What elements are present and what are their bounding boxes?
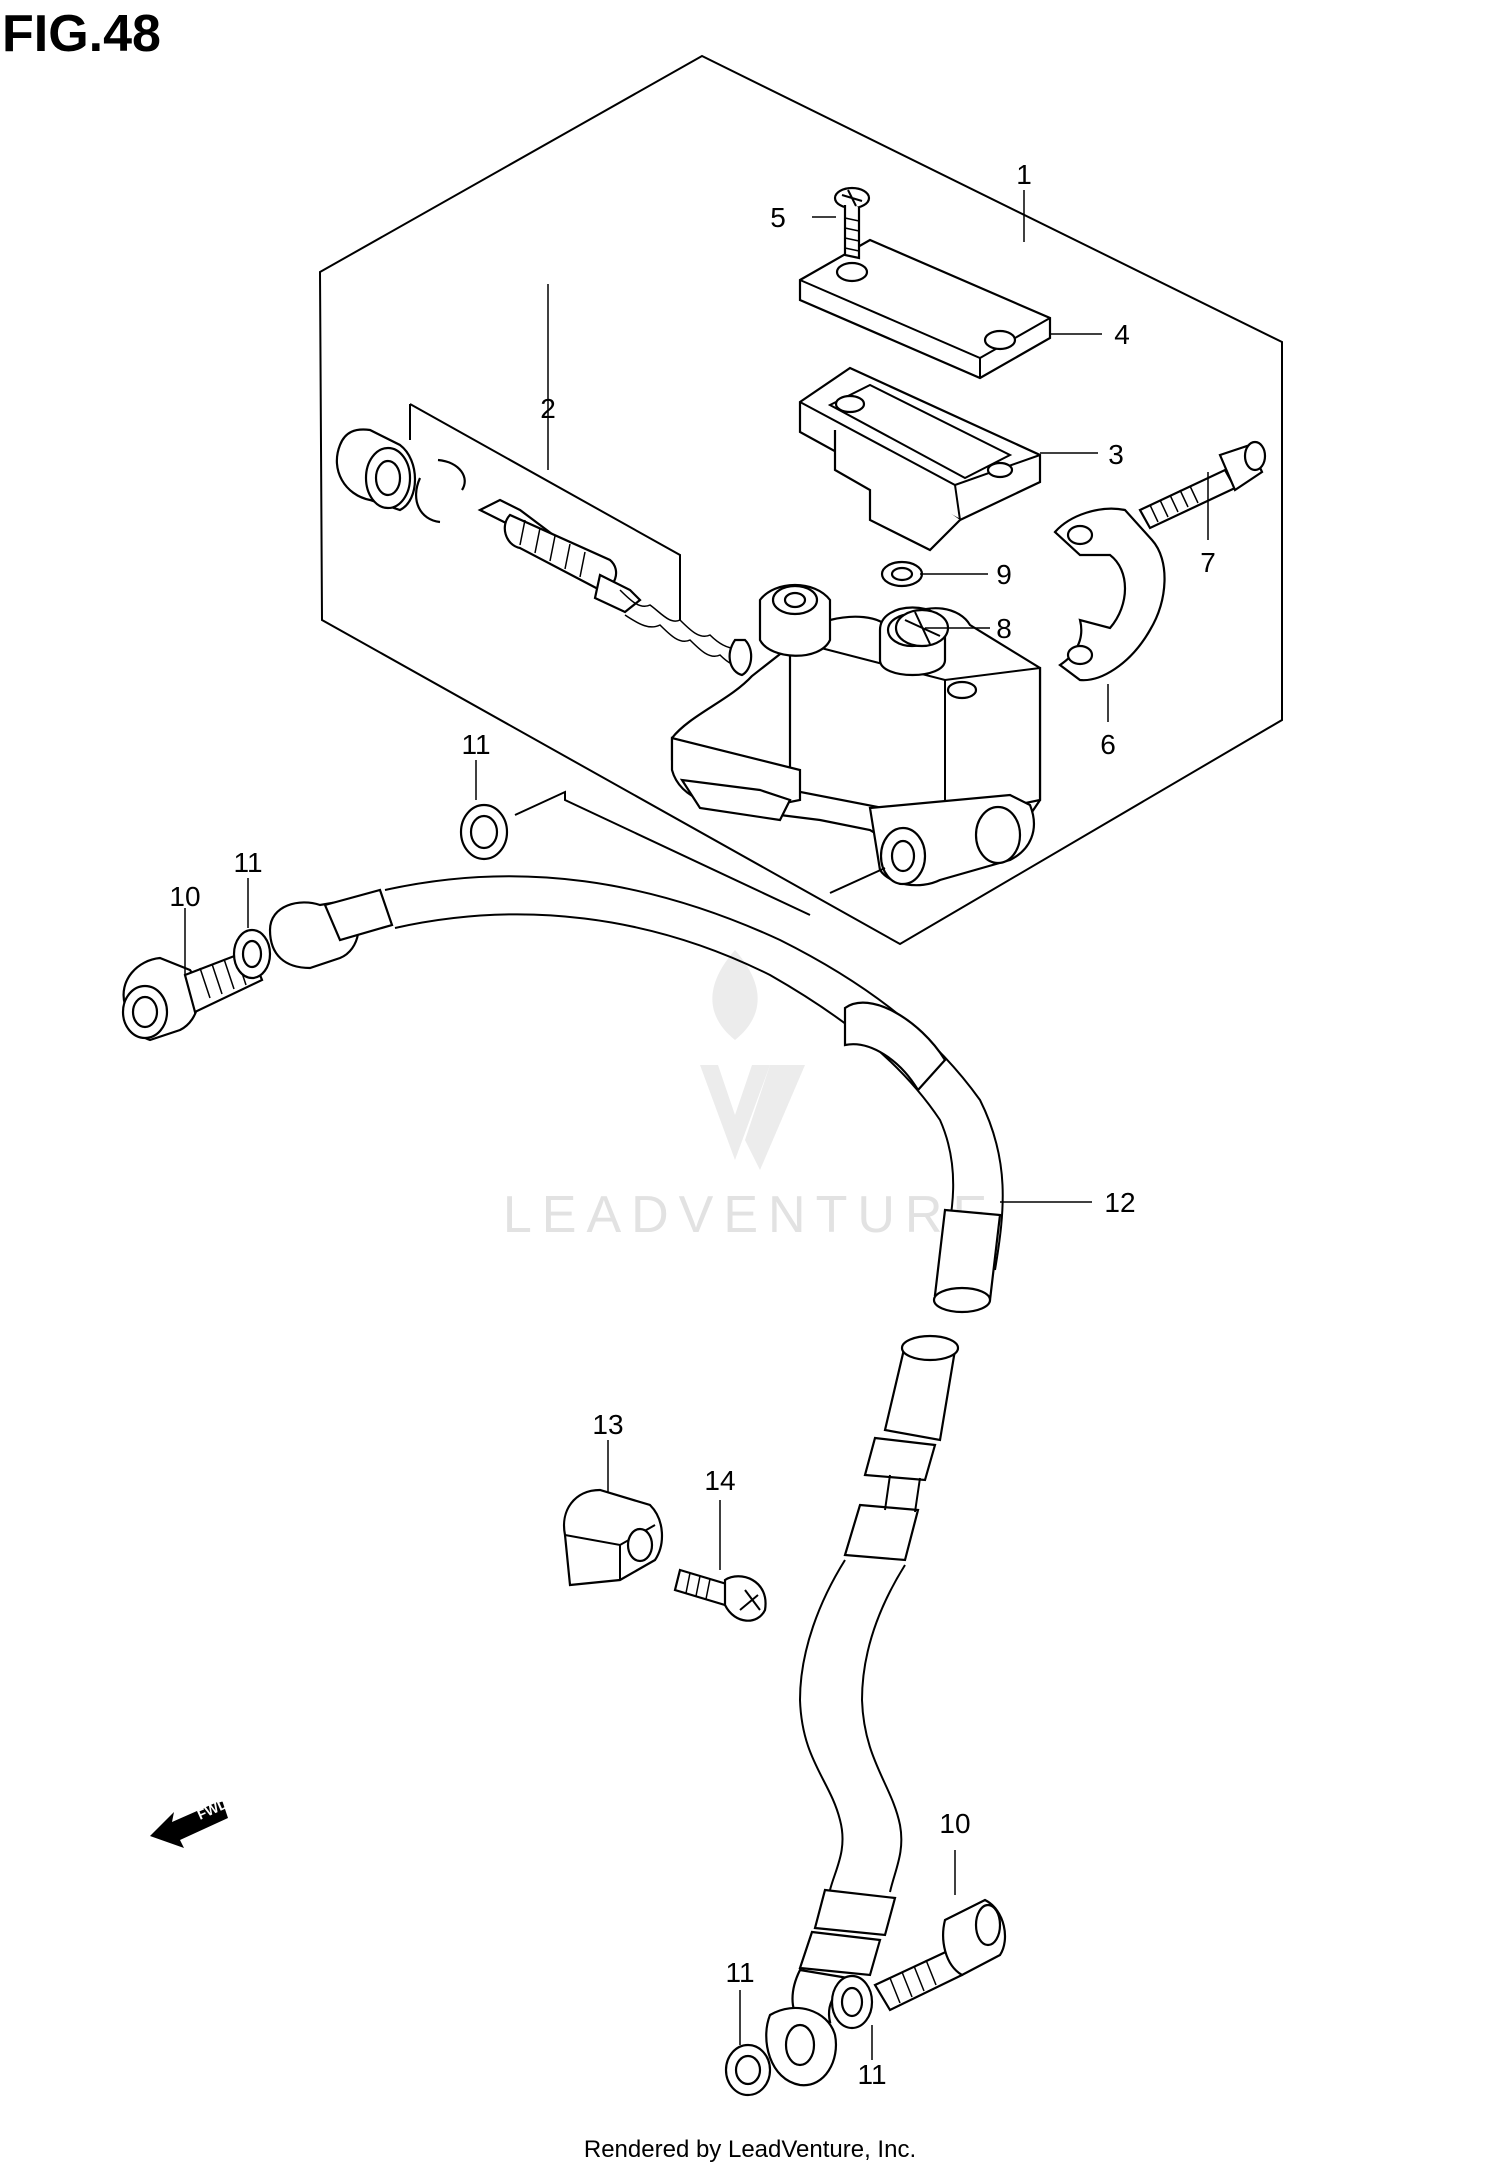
- callout-10-lower: 10: [939, 1808, 970, 1839]
- footer-credit: Rendered by LeadVenture, Inc.: [583, 2136, 917, 2163]
- clamp-screw: [673, 1568, 767, 1622]
- cap-screw: [833, 186, 871, 260]
- callouts: 1 2 3 4 5 6 7 8 9 10 10 11 11 11 11 12 1…: [169, 159, 1215, 2090]
- brake-hose: [268, 875, 1004, 2087]
- callout-2: 2: [540, 393, 556, 424]
- clamp-bolt: [1138, 440, 1267, 530]
- union-bolt-lower: [873, 1898, 1007, 2012]
- reservoir-cap: [798, 238, 1052, 380]
- callout-11-lower-right: 11: [857, 2059, 886, 2090]
- leader-bolt: [829, 867, 886, 894]
- callout-3: 3: [1108, 439, 1124, 470]
- callout-5: 5: [770, 202, 786, 233]
- master-cylinder-body: [670, 583, 1042, 887]
- callout-8: 8: [996, 613, 1012, 644]
- union-bolt-upper: [121, 948, 264, 1042]
- washer-11-left: [232, 928, 272, 980]
- callout-14: 14: [704, 1465, 735, 1496]
- leader-lines: [184, 190, 1209, 2060]
- figure-title: FIG.48: [2, 5, 161, 63]
- fwd-arrow-icon: FWD: [150, 1795, 230, 1848]
- washer-9-hole: [890, 566, 914, 582]
- washer-11-lower-right: [830, 1974, 874, 2030]
- leader-hose-top: [514, 790, 811, 916]
- callout-11-left: 11: [233, 847, 262, 878]
- piston-kit: [335, 403, 753, 677]
- callout-4: 4: [1114, 319, 1130, 350]
- callout-9: 9: [996, 559, 1012, 590]
- callout-13: 13: [592, 1409, 623, 1440]
- holder-clamp: [1053, 507, 1166, 682]
- callout-11-upper: 11: [461, 729, 490, 760]
- callout-6: 6: [1100, 729, 1116, 760]
- watermark-text: LEADVENTURE: [503, 1186, 997, 1244]
- assembly-outline: [318, 54, 1283, 946]
- callout-7: 7: [1200, 547, 1216, 578]
- callout-12: 12: [1104, 1187, 1135, 1218]
- watermark: LEADVENTURE: [503, 950, 997, 1244]
- callout-1: 1: [1016, 159, 1032, 190]
- reservoir-diaphragm: [798, 366, 1042, 552]
- callout-10-upper: 10: [169, 881, 200, 912]
- washer-11-lower-left: [724, 2043, 772, 2097]
- hose-clamp: [562, 1488, 664, 1587]
- callout-11-lower-left: 11: [725, 1957, 754, 1988]
- washer-11-upper: [459, 803, 509, 861]
